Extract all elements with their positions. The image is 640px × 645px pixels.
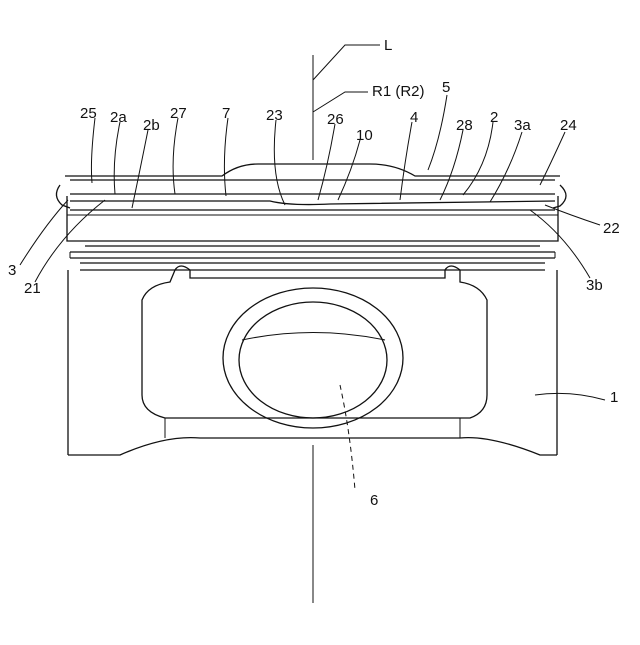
label-6: 6 xyxy=(370,492,378,509)
label-R1R2: R1 (R2) xyxy=(372,83,425,100)
leader-25 xyxy=(91,118,95,183)
leader-24 xyxy=(540,132,565,185)
ring-lower-edge xyxy=(70,201,555,205)
leader-28 xyxy=(440,130,463,200)
boss-recess xyxy=(142,266,487,418)
leader-2b xyxy=(132,130,148,208)
label-3a: 3a xyxy=(514,117,531,134)
pin-bore-outer xyxy=(223,288,403,428)
pin-bore-edge xyxy=(242,333,385,341)
label-21: 21 xyxy=(24,280,41,297)
label-10: 10 xyxy=(356,127,373,144)
leader-R1 xyxy=(313,92,368,112)
label-25: 25 xyxy=(80,105,97,122)
leader-3a xyxy=(490,132,522,202)
pin-bore-inner xyxy=(239,302,387,418)
label-7: 7 xyxy=(222,105,230,122)
ring-left-end xyxy=(56,185,70,208)
leader-10 xyxy=(338,140,360,200)
leader-3b xyxy=(530,210,590,278)
leader-5 xyxy=(428,95,447,170)
label-24: 24 xyxy=(560,117,577,134)
ring-right-end xyxy=(553,185,566,208)
leader-3 xyxy=(20,200,68,265)
leader-23 xyxy=(274,120,285,205)
crown-body xyxy=(67,196,558,241)
label-23: 23 xyxy=(266,107,283,124)
label-26: 26 xyxy=(327,111,344,128)
leader-7 xyxy=(224,118,228,196)
label-3: 3 xyxy=(8,262,16,279)
label-3b: 3b xyxy=(586,277,603,294)
leader-L xyxy=(313,45,380,80)
label-1: 1 xyxy=(610,389,618,406)
label-2: 2 xyxy=(490,109,498,126)
label-2a: 2a xyxy=(110,109,127,126)
label-27: 27 xyxy=(170,105,187,122)
leader-27 xyxy=(173,118,178,194)
label-28: 28 xyxy=(456,117,473,134)
label-4: 4 xyxy=(410,109,418,126)
label-5: 5 xyxy=(442,79,450,96)
leader-1 xyxy=(535,393,605,400)
label-22: 22 xyxy=(603,220,620,237)
leader-26 xyxy=(318,124,335,200)
label-2b: 2b xyxy=(143,117,160,134)
leader-4 xyxy=(400,122,412,200)
leader-2a xyxy=(114,122,120,194)
label-L: L xyxy=(384,37,392,54)
groove-ends xyxy=(70,252,555,258)
